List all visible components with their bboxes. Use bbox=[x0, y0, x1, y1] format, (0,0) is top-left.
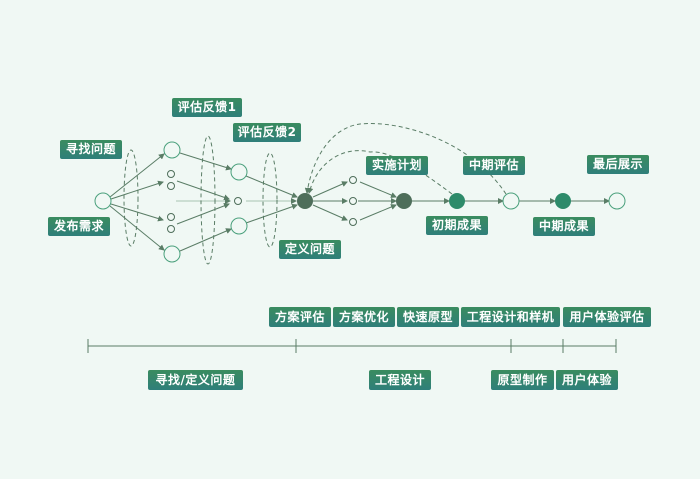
activity-label: 方案优化 bbox=[333, 307, 395, 327]
nodes bbox=[94, 141, 626, 263]
label-publish-demand: 发布需求 bbox=[48, 217, 110, 236]
arrows bbox=[109, 152, 610, 252]
label-implementation-plan: 实施计划 bbox=[366, 156, 428, 175]
label-feedback-1: 评估反馈1 bbox=[172, 98, 242, 117]
label-feedback-2: 评估反馈2 bbox=[233, 123, 301, 142]
timeline bbox=[87, 339, 617, 353]
phase-label: 原型制作 bbox=[491, 370, 554, 390]
label-mid-result: 中期成果 bbox=[533, 217, 595, 236]
label-final-show: 最后展示 bbox=[587, 155, 649, 174]
phase-label: 工程设计 bbox=[369, 370, 431, 390]
phase-label: 寻找/定义问题 bbox=[148, 370, 243, 390]
label-define-problem: 定义问题 bbox=[279, 240, 341, 259]
label-early-result: 初期成果 bbox=[426, 216, 488, 235]
activity-label: 快速原型 bbox=[397, 307, 459, 327]
label-mid-evaluation: 中期评估 bbox=[463, 156, 525, 175]
phase-label: 用户体验 bbox=[556, 370, 618, 390]
activity-label: 方案评估 bbox=[269, 307, 331, 327]
activity-label: 用户体验评估 bbox=[563, 307, 651, 327]
activity-label: 工程设计和样机 bbox=[461, 307, 560, 327]
label-find-problem: 寻找问题 bbox=[60, 140, 122, 159]
